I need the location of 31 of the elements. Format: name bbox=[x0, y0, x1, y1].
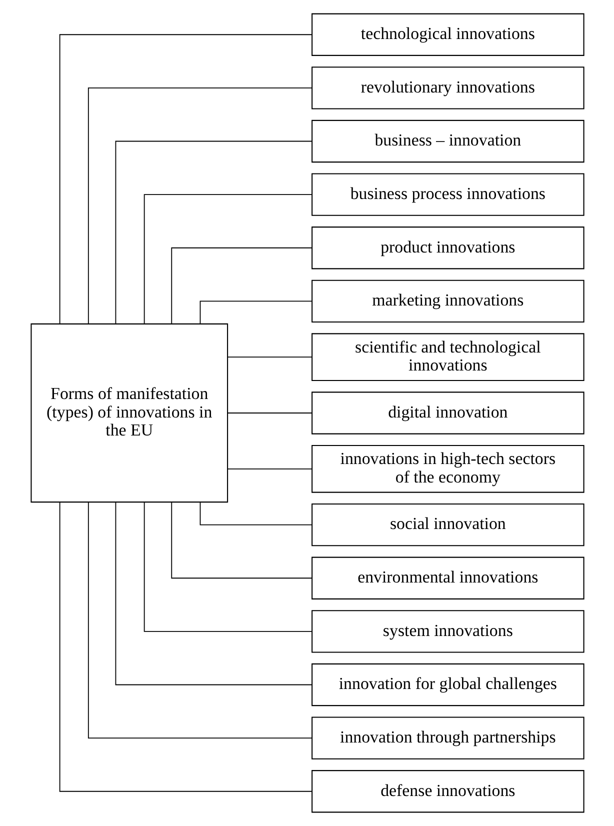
node-box: defense innovations bbox=[311, 770, 584, 813]
connector bbox=[143, 502, 312, 632]
node-box: revolutionary innovations bbox=[311, 66, 584, 110]
node-box: business – innovation bbox=[311, 120, 584, 163]
node-box: marketing innovations bbox=[311, 280, 584, 322]
connector bbox=[143, 194, 312, 324]
connector bbox=[58, 34, 312, 324]
connector bbox=[226, 356, 312, 358]
connector bbox=[87, 502, 312, 739]
node-box: environmental innovations bbox=[311, 556, 584, 600]
connector bbox=[199, 502, 312, 526]
node-box: business process innovations bbox=[311, 173, 584, 216]
node-box: system innovations bbox=[311, 610, 584, 653]
node-box: social innovation bbox=[311, 504, 584, 546]
node-box: innovations in high-tech sectors of the economy bbox=[311, 444, 584, 493]
node-box: scientific and technological innovations bbox=[311, 333, 584, 382]
node-box: technological innovations bbox=[311, 13, 584, 56]
connector bbox=[199, 300, 312, 324]
node-box: Forms of manifestation (types) of innovations in the EU bbox=[30, 323, 228, 503]
node-box: innovation through partnerships bbox=[311, 716, 584, 760]
connector bbox=[170, 247, 312, 324]
connector bbox=[114, 140, 312, 324]
connector bbox=[170, 502, 312, 579]
connector bbox=[87, 87, 312, 324]
node-box: product innovations bbox=[311, 226, 584, 270]
connector bbox=[226, 468, 312, 470]
node-box: innovation for global challenges bbox=[311, 663, 584, 706]
node-box: digital innovation bbox=[311, 392, 584, 434]
connector bbox=[226, 412, 312, 414]
connector bbox=[114, 502, 312, 686]
connector bbox=[58, 502, 312, 792]
